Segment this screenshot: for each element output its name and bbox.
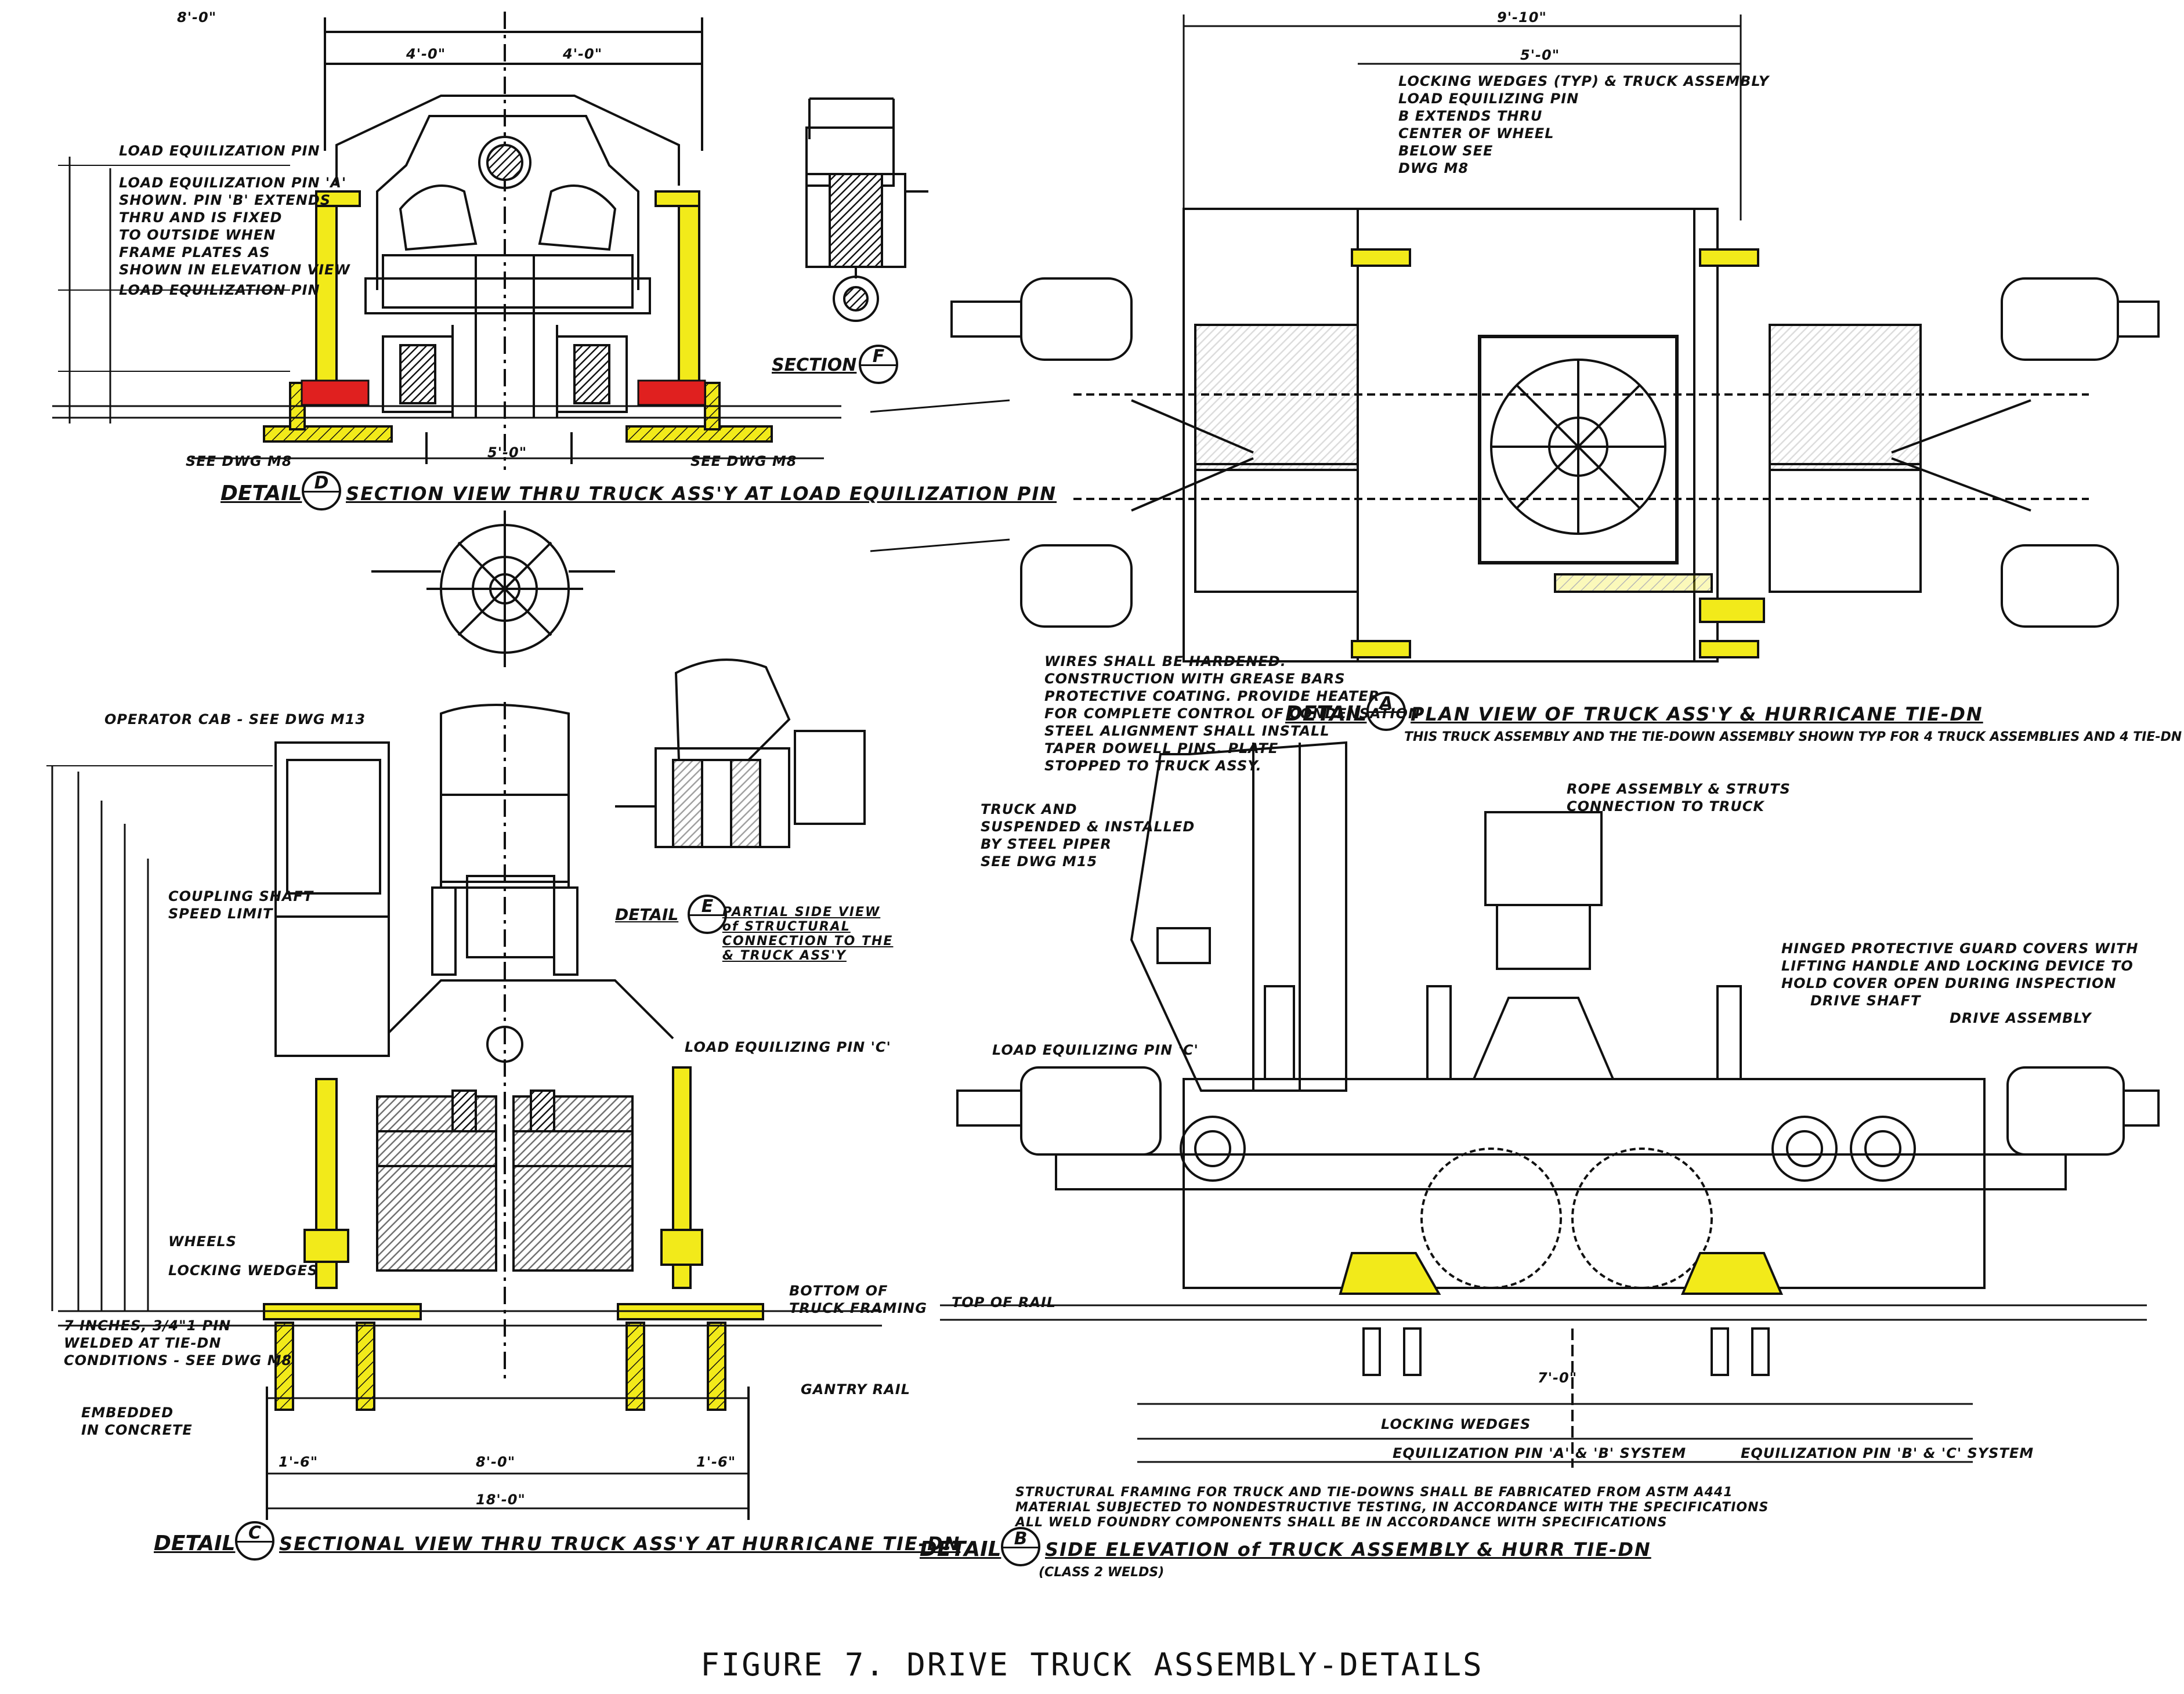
section-f-title: SECTION F (772, 345, 898, 384)
note-c-embed: EMBEDDED IN CONCRETE (81, 1405, 193, 1438)
dim-c-right: 1'-6" (696, 1454, 736, 1470)
detail-d-title: DETAIL D SECTION VIEW THRU TRUCK ASS'Y A… (220, 471, 1057, 511)
detail-a-bubble: A (1366, 692, 1406, 731)
detail-c-text: SECTIONAL VIEW THRU TRUCK ASS'Y AT HURRI… (279, 1533, 961, 1555)
note-c-anchor: 7 INCHES, 3/4"1 PIN WELDED AT TIE-DN CON… (64, 1317, 292, 1369)
detail-e-partial-view (615, 660, 865, 847)
note-c-operator: OPERATOR CAB - SEE DWG M13 (104, 711, 366, 727)
detail-a-text: PLAN VIEW OF TRUCK ASS'Y & HURRICANE TIE… (1411, 703, 1983, 725)
note-b-equil-left: EQUILIZATION PIN 'A' & 'B' SYSTEM (1393, 1445, 1687, 1461)
dim-d-bottom: 5'-0" (487, 444, 527, 461)
note-a-plates: LOCKING WEDGES (TYP) & TRUCK ASSEMBLY LO… (1398, 73, 1770, 176)
dim-d-top: 8'-0" (177, 9, 217, 26)
note-c-wheels: WHEELS (168, 1233, 237, 1250)
note-b-rope: ROPE ASSEMBLY & STRUTS CONNECTION TO TRU… (1567, 781, 1791, 815)
detail-a-plan-view (870, 15, 2158, 661)
detail-b-side-elevation (940, 743, 2158, 1468)
figure-caption: FIGURE 7. DRIVE TRUCK ASSEMBLY-DETAILS (700, 1646, 1484, 1683)
detail-b-bubble: B (1001, 1527, 1040, 1566)
note-d-see-dwg-left: SEE DWG M8 (186, 453, 292, 469)
detail-d-word: DETAIL (220, 482, 302, 505)
note-d-load-pin-1: LOAD EQUILIZATION PIN (119, 143, 320, 159)
detail-c-section-view (46, 702, 882, 1520)
dim-a-mid: 5'-0" (1520, 47, 1560, 63)
dim-c-mid: 8'-0" (476, 1454, 516, 1470)
dim-d-right: 4'-0" (563, 46, 603, 62)
note-a-notes: WIRES SHALL BE HARDENED. CONSTRUCTION WI… (1044, 653, 1420, 774)
detail-e-title: DETAIL E PARTIAL SIDE VIEW of STRUCTURAL… (615, 895, 896, 963)
section-f-bubble: F (859, 345, 898, 384)
note-b-equil-right: EQUILIZATION PIN 'B' & 'C' SYSTEM (1741, 1445, 2034, 1461)
detail-a-sub: THIS TRUCK ASSEMBLY AND THE TIE-DOWN ASS… (1404, 730, 2182, 744)
note-d-see-dwg-right: SEE DWG M8 (690, 453, 797, 469)
note-c-coupling: COUPLING SHAFT SPEED LIMIT (168, 888, 314, 922)
dim-c-total: 18'-0" (476, 1492, 526, 1508)
note-b-drive-asm: DRIVE ASSEMBLY (1950, 1010, 2092, 1026)
detail-c-bubble: C (235, 1521, 274, 1561)
detail-e-text: PARTIAL SIDE VIEW of STRUCTURAL CONNECTI… (722, 905, 894, 963)
note-b-drive-shaft: DRIVE SHAFT (1810, 993, 1921, 1009)
note-b-pipes: TRUCK AND SUSPENDED & INSTALLED BY STEEL… (981, 801, 1195, 870)
hub-detail-view (371, 511, 615, 667)
dim-b-mid: 7'-0" (1538, 1370, 1578, 1386)
detail-b-word: DETAIL (920, 1537, 1001, 1561)
note-b-footnote: STRUCTURAL FRAMING FOR TRUCK AND TIE-DOW… (1015, 1485, 1769, 1530)
detail-a-word: DETAIL (1285, 702, 1367, 726)
detail-b-sub: (CLASS 2 WELDS) (1039, 1565, 1165, 1580)
note-b-locking: LOCKING WEDGES (1381, 1416, 1531, 1432)
detail-e-word: DETAIL (615, 905, 679, 924)
detail-d-section-view (52, 12, 841, 470)
detail-d-text: SECTION VIEW THRU TRUCK ASS'Y AT LOAD EQ… (346, 483, 1057, 505)
section-f-word: SECTION (772, 355, 857, 375)
detail-b-title: DETAIL B SIDE ELEVATION of TRUCK ASSEMBL… (920, 1527, 1651, 1580)
dim-c-left: 1'-6" (279, 1454, 319, 1470)
note-d-load-pin-3: LOAD EQUILIZATION PIN (119, 282, 320, 298)
note-b-top-rail: TOP OF RAIL (952, 1294, 1057, 1311)
section-f-view (807, 99, 928, 321)
note-b-load-pin: LOAD EQUILIZING PIN 'C' (992, 1042, 1199, 1058)
dim-d-left: 4'-0" (406, 46, 446, 62)
note-c-load-pin: LOAD EQUILIZING PIN 'C' (685, 1039, 891, 1055)
note-b-cover: HINGED PROTECTIVE GUARD COVERS WITH LIFT… (1781, 940, 2139, 991)
dim-a-top: 9'-10" (1497, 9, 1547, 26)
detail-c-word: DETAIL (154, 1532, 236, 1555)
detail-d-bubble: D (302, 471, 341, 511)
note-c-gantry: GANTRY RAIL (801, 1381, 911, 1398)
detail-c-title: DETAIL C SECTIONAL VIEW THRU TRUCK ASS'Y… (154, 1521, 961, 1561)
detail-e-bubble: E (688, 895, 727, 934)
note-c-bottom: BOTTOM OF TRUCK FRAMING (789, 1283, 927, 1316)
detail-a-title: DETAIL A PLAN VIEW OF TRUCK ASS'Y & HURR… (1285, 692, 2182, 744)
note-c-locking: LOCKING WEDGES (168, 1262, 319, 1279)
detail-b-text: SIDE ELEVATION of TRUCK ASSEMBLY & HURR … (1045, 1539, 1651, 1561)
note-d-load-pin-2: LOAD EQUILIZATION PIN 'A' SHOWN. PIN 'B'… (119, 175, 350, 278)
